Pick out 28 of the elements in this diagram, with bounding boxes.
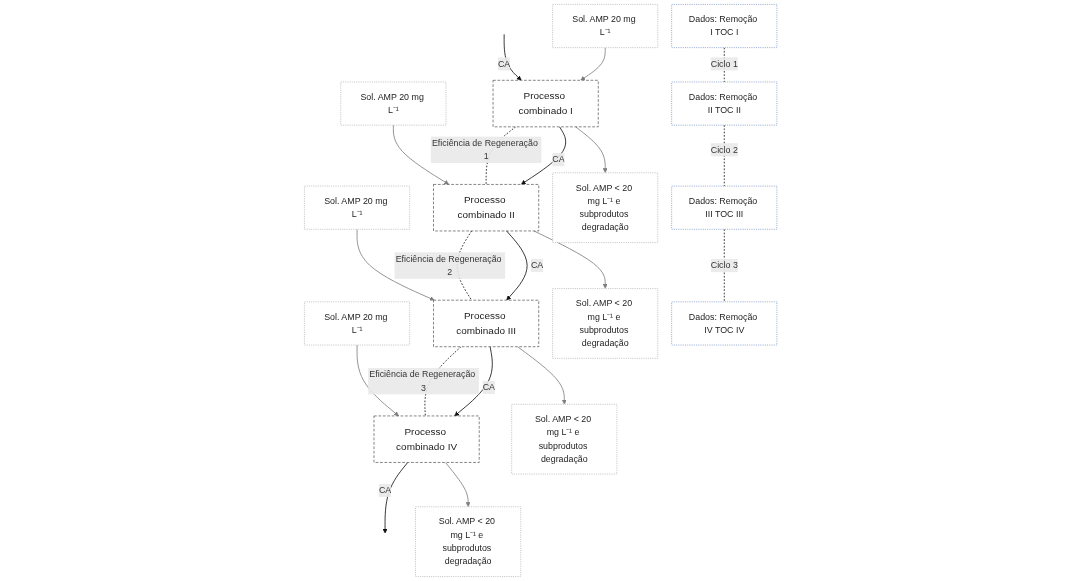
node-box: Dados: Remoção I TOC I	[671, 4, 777, 48]
edge-label: Eficiência de Regeneração 1	[431, 138, 538, 161]
edge-label: CA	[482, 382, 495, 392]
edge-label: CA	[378, 485, 392, 495]
connector	[723, 47, 725, 83]
node-box: Processo combinado IV	[373, 415, 480, 463]
edge-label: Ciclo 3	[710, 260, 738, 270]
node-box: Sol. AMP 20 mg L⁻¹	[340, 81, 447, 126]
edge-label: Eficiência de Regeneração 3	[369, 369, 476, 393]
node-box: Dados: Remoção IV TOC IV	[671, 301, 777, 346]
node-box: Sol. AMP 20 mg L⁻¹	[304, 301, 410, 346]
edge-label: CA	[497, 58, 511, 69]
edge-label: Ciclo 2	[710, 144, 738, 155]
node-box: Sol. AMP < 20 mg L⁻¹ e subprodutos degradação	[552, 288, 658, 359]
node-box: Sol. AMP < 20 mg L⁻¹ e subprodutos degradação	[552, 172, 658, 243]
node-box: Dados: Remoção III TOC III	[671, 185, 777, 230]
node-box: Processo combinado II	[433, 184, 539, 232]
edge-label: CA	[552, 154, 565, 165]
node-box: Sol. AMP < 20 mg L⁻¹ e subprodutos degradação	[415, 506, 521, 577]
node-box: Dados: Remoção II TOC II	[671, 81, 777, 126]
node-box: Sol. AMP 20 mg L⁻¹	[304, 185, 410, 230]
edge-label: CA	[530, 260, 544, 270]
edge-label: Eficiência de Regeneração 2	[395, 253, 502, 277]
node-box: Sol. AMP 20 mg L⁻¹	[552, 4, 658, 48]
node-box: Sol. AMP < 20 mg L⁻¹ e subprodutos degradação	[511, 404, 617, 475]
node-box: Processo combinado I	[492, 80, 599, 128]
edge-label: Ciclo 1	[710, 58, 738, 69]
node-box: Processo combinado III	[433, 299, 539, 347]
